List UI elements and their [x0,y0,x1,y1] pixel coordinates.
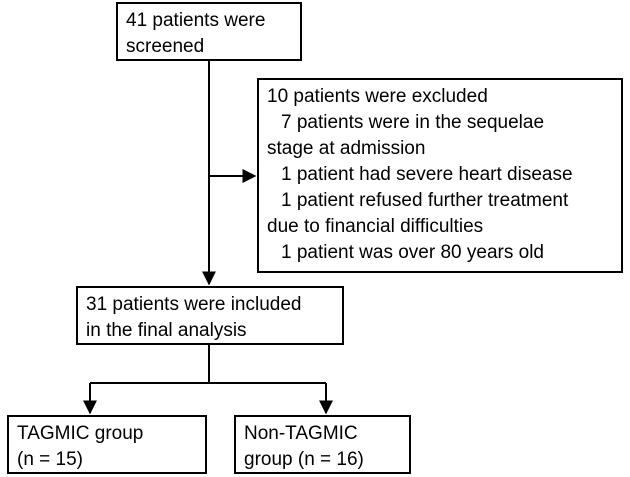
screened-line-1: 41 patients were [126,10,266,31]
tagmic-group-count: (n = 15) [17,449,84,470]
included-line-1: 31 patients were included [86,294,302,315]
non-tagmic-group-box: Non-TAGMIC group (n = 16) [234,415,411,474]
screened-box: 41 patients were screened [116,2,302,61]
tagmic-group-label: TAGMIC group [17,423,144,444]
exclusion-reason-refused-treatment-cont: due to financial difficulties [267,216,484,237]
screened-line-2: screened [126,36,205,57]
non-tagmic-group-label: Non-TAGMIC [244,423,358,444]
tagmic-group-box: TAGMIC group (n = 15) [7,415,207,474]
exclusion-reason-refused-treatment: 1 patient refused further treatment [281,190,569,211]
exclusion-reason-sequelae: 7 patients were in the sequelae [281,112,545,133]
included-box: 31 patients were included in the final a… [76,286,344,345]
included-line-2: in the final analysis [86,320,247,341]
exclusion-reason-sequelae-cont: stage at admission [267,138,426,159]
non-tagmic-group-count: group (n = 16) [244,449,364,470]
excluded-box: 10 patients were excluded 7 patients wer… [257,78,623,273]
excluded-title: 10 patients were excluded [267,86,488,107]
exclusion-reason-age: 1 patient was over 80 years old [281,242,544,263]
exclusion-reason-heart-disease: 1 patient had severe heart disease [281,164,573,185]
